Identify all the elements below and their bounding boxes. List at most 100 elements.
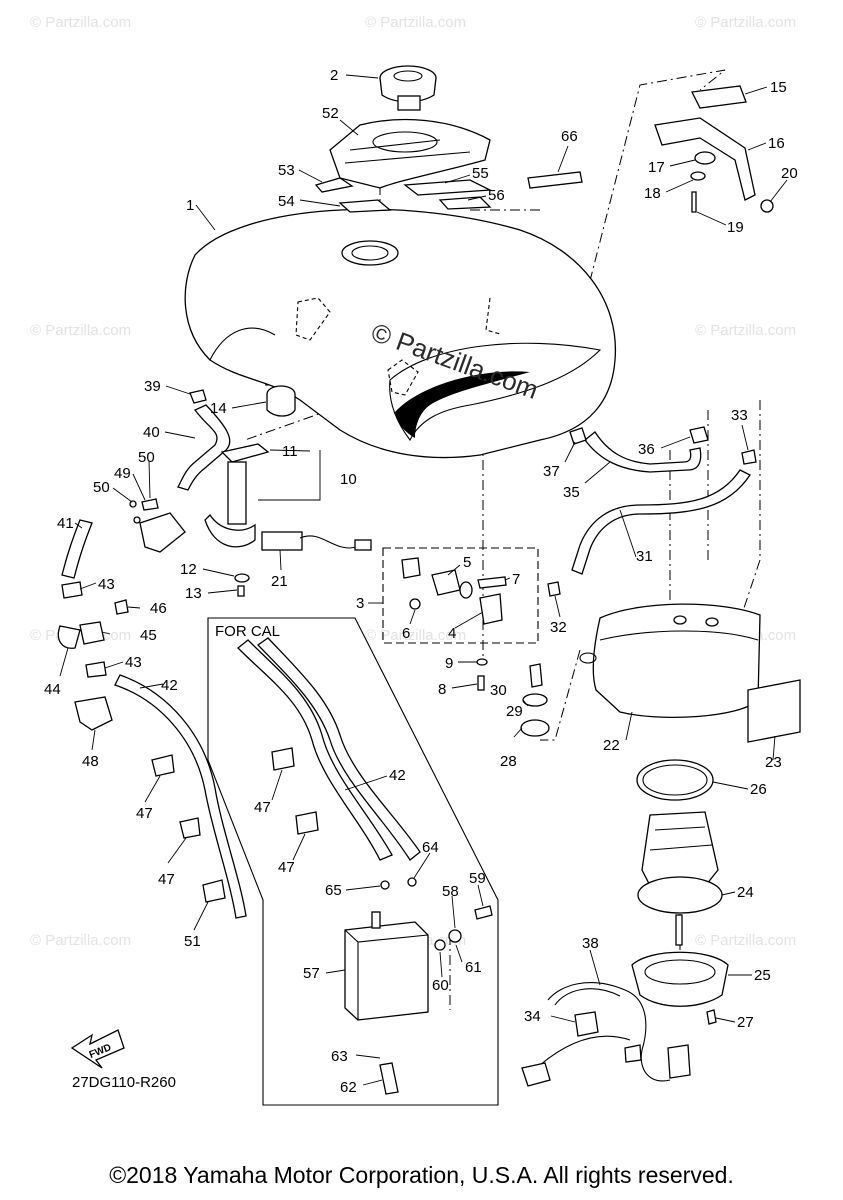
watermark: © Partzilla.com [695,932,796,949]
callout-3: 3 [356,595,364,612]
callout-11: 11 [282,443,298,460]
callout-52: 52 [322,105,339,122]
callout-30: 30 [490,682,507,699]
callout-21: 21 [271,573,288,590]
callout-50: 50 [93,479,110,496]
callout-63: 63 [331,1048,348,1065]
callout-9: 9 [445,655,453,672]
callout-47: 47 [254,799,271,816]
for-cal-section: FOR CAL [207,617,499,1106]
callout-47: 47 [278,859,295,876]
callout-64: 64 [422,839,439,856]
callout-5: 5 [463,554,471,571]
callout-51: 51 [184,933,201,950]
callout-43: 43 [125,654,142,671]
callout-25: 25 [754,967,771,984]
callout-36: 36 [638,441,655,458]
callout-14: 14 [210,400,227,417]
callout-40: 40 [143,424,160,441]
callout-54: 54 [278,193,295,210]
watermark: © Partzilla.com [30,932,131,949]
callout-44: 44 [44,681,61,698]
callout-38: 38 [582,935,599,952]
fuel-cap [379,65,437,111]
callout-1: 1 [186,197,194,214]
callout-47: 47 [158,871,175,888]
vent-valve-group [57,498,159,731]
fuel-cock-group [382,547,561,666]
callout-6: 6 [402,625,410,642]
callout-8: 8 [438,681,446,698]
callout-32: 32 [550,619,567,636]
callout-48: 48 [82,753,99,770]
breather-hoses [61,404,231,579]
for-cal-label: FOR CAL [215,623,280,640]
tank-rubber-damper [189,385,296,417]
tank-labels [314,171,583,213]
callout-58: 58 [442,883,459,900]
callout-39: 39 [144,378,161,395]
callout-24: 24 [737,884,754,901]
diagram-code: 27DG110-R260 [72,1074,176,1091]
callout-41: 41 [57,515,74,532]
overflow-hose-left [114,674,247,919]
callout-26: 26 [750,781,767,798]
callout-60: 60 [432,977,449,994]
fuel-pump-housing [579,603,801,743]
tank-cover-panel [329,118,491,189]
watermark: © Partzilla.com [30,322,131,339]
callout-28: 28 [500,753,517,770]
callout-47: 47 [136,805,153,822]
callout-33: 33 [731,407,748,424]
callout-18: 18 [644,185,661,202]
watermark: © Partzilla.com [30,627,131,644]
callout-42: 42 [161,677,178,694]
callout-10: 10 [340,471,357,488]
callout-59: 59 [469,870,486,887]
callout-12: 12 [180,561,197,578]
callout-61: 61 [465,959,482,976]
callout-62: 62 [340,1079,357,1096]
forward-arrow: FWD [70,1029,125,1069]
callout-56: 56 [488,187,505,204]
callout-15: 15 [770,79,787,96]
callout-4: 4 [448,625,456,642]
callout-7: 7 [512,571,520,588]
callout-49: 49 [114,465,131,482]
watermark: © Partzilla.com [365,627,466,644]
fuel-level-sender [139,443,372,597]
callout-45: 45 [140,627,157,644]
callout-20: 20 [781,165,798,182]
callout-66: 66 [561,128,578,145]
callout-65: 65 [325,882,342,899]
watermark: © Partzilla.com [30,14,131,31]
callout-13: 13 [185,585,202,602]
callout-55: 55 [472,165,489,182]
callout-19: 19 [727,219,744,236]
callout-31: 31 [636,548,653,565]
callout-37: 37 [543,463,560,480]
callout-29: 29 [506,703,523,720]
fuel-hoses [569,426,757,575]
callout-16: 16 [768,135,785,152]
callout-23: 23 [765,754,782,771]
watermark: © Partzilla.com [365,14,466,31]
callout-57: 57 [303,965,320,982]
callout-50: 50 [138,449,155,466]
callout-43: 43 [98,576,115,593]
callout-17: 17 [648,159,665,176]
callout-34: 34 [524,1008,541,1025]
callout-46: 46 [150,600,167,617]
callout-42: 42 [389,767,406,784]
callout-2: 2 [330,67,338,84]
watermark: © Partzilla.com [695,14,796,31]
callout-35: 35 [563,484,580,501]
fuel-pump-assembly [631,759,729,1025]
leader-lines [59,74,788,1086]
callout-27: 27 [737,1014,754,1031]
callout-labels: 2 52 53 54 55 56 66 1 15 16 17 18 19 20 … [44,67,798,1096]
copyright-notice: ©2018 Yamaha Motor Corporation, U.S.A. A… [109,1162,734,1188]
pump-wire-harness [521,982,691,1087]
rear-bracket [654,85,774,213]
